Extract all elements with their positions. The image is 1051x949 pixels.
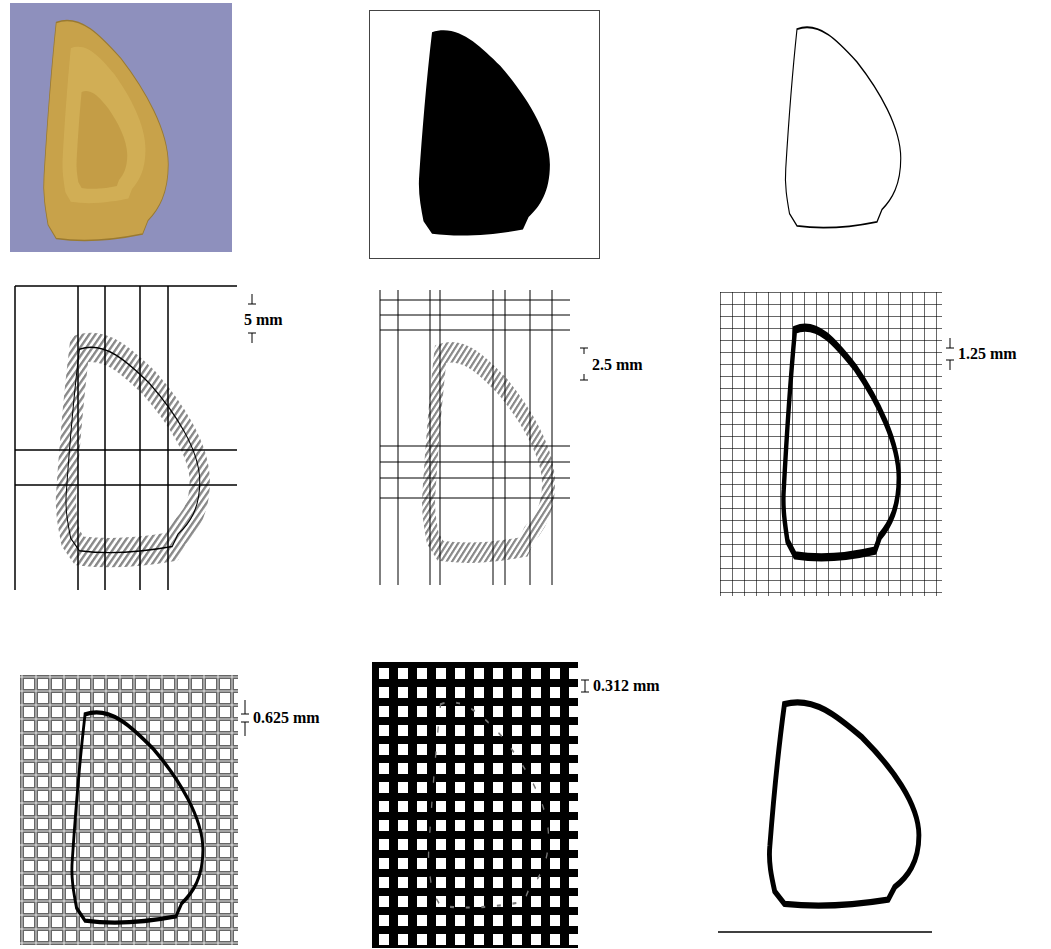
dimension-label: 0.625 mm	[252, 709, 321, 727]
frame	[370, 11, 600, 259]
stone-texture	[62, 47, 145, 203]
grid-1-25mm	[720, 292, 954, 596]
dimension-label: 2.5 mm	[591, 356, 644, 374]
grid-5mm	[15, 286, 256, 590]
base-line	[718, 931, 932, 933]
stone-silhouette	[419, 30, 550, 235]
dimension-label: 5 mm	[243, 311, 284, 329]
dimension-label: 1.25 mm	[957, 345, 1018, 363]
stone-outline-final	[769, 702, 918, 905]
grid-0-312mm	[372, 662, 589, 948]
stone-texture	[77, 91, 128, 189]
grid-0-625mm	[20, 675, 249, 945]
stone-photo	[44, 20, 169, 240]
photo-background	[10, 3, 232, 252]
dimension-label: 0.312 mm	[592, 677, 661, 695]
grid-2-5mm	[380, 290, 588, 585]
stone-outline	[785, 27, 900, 227]
